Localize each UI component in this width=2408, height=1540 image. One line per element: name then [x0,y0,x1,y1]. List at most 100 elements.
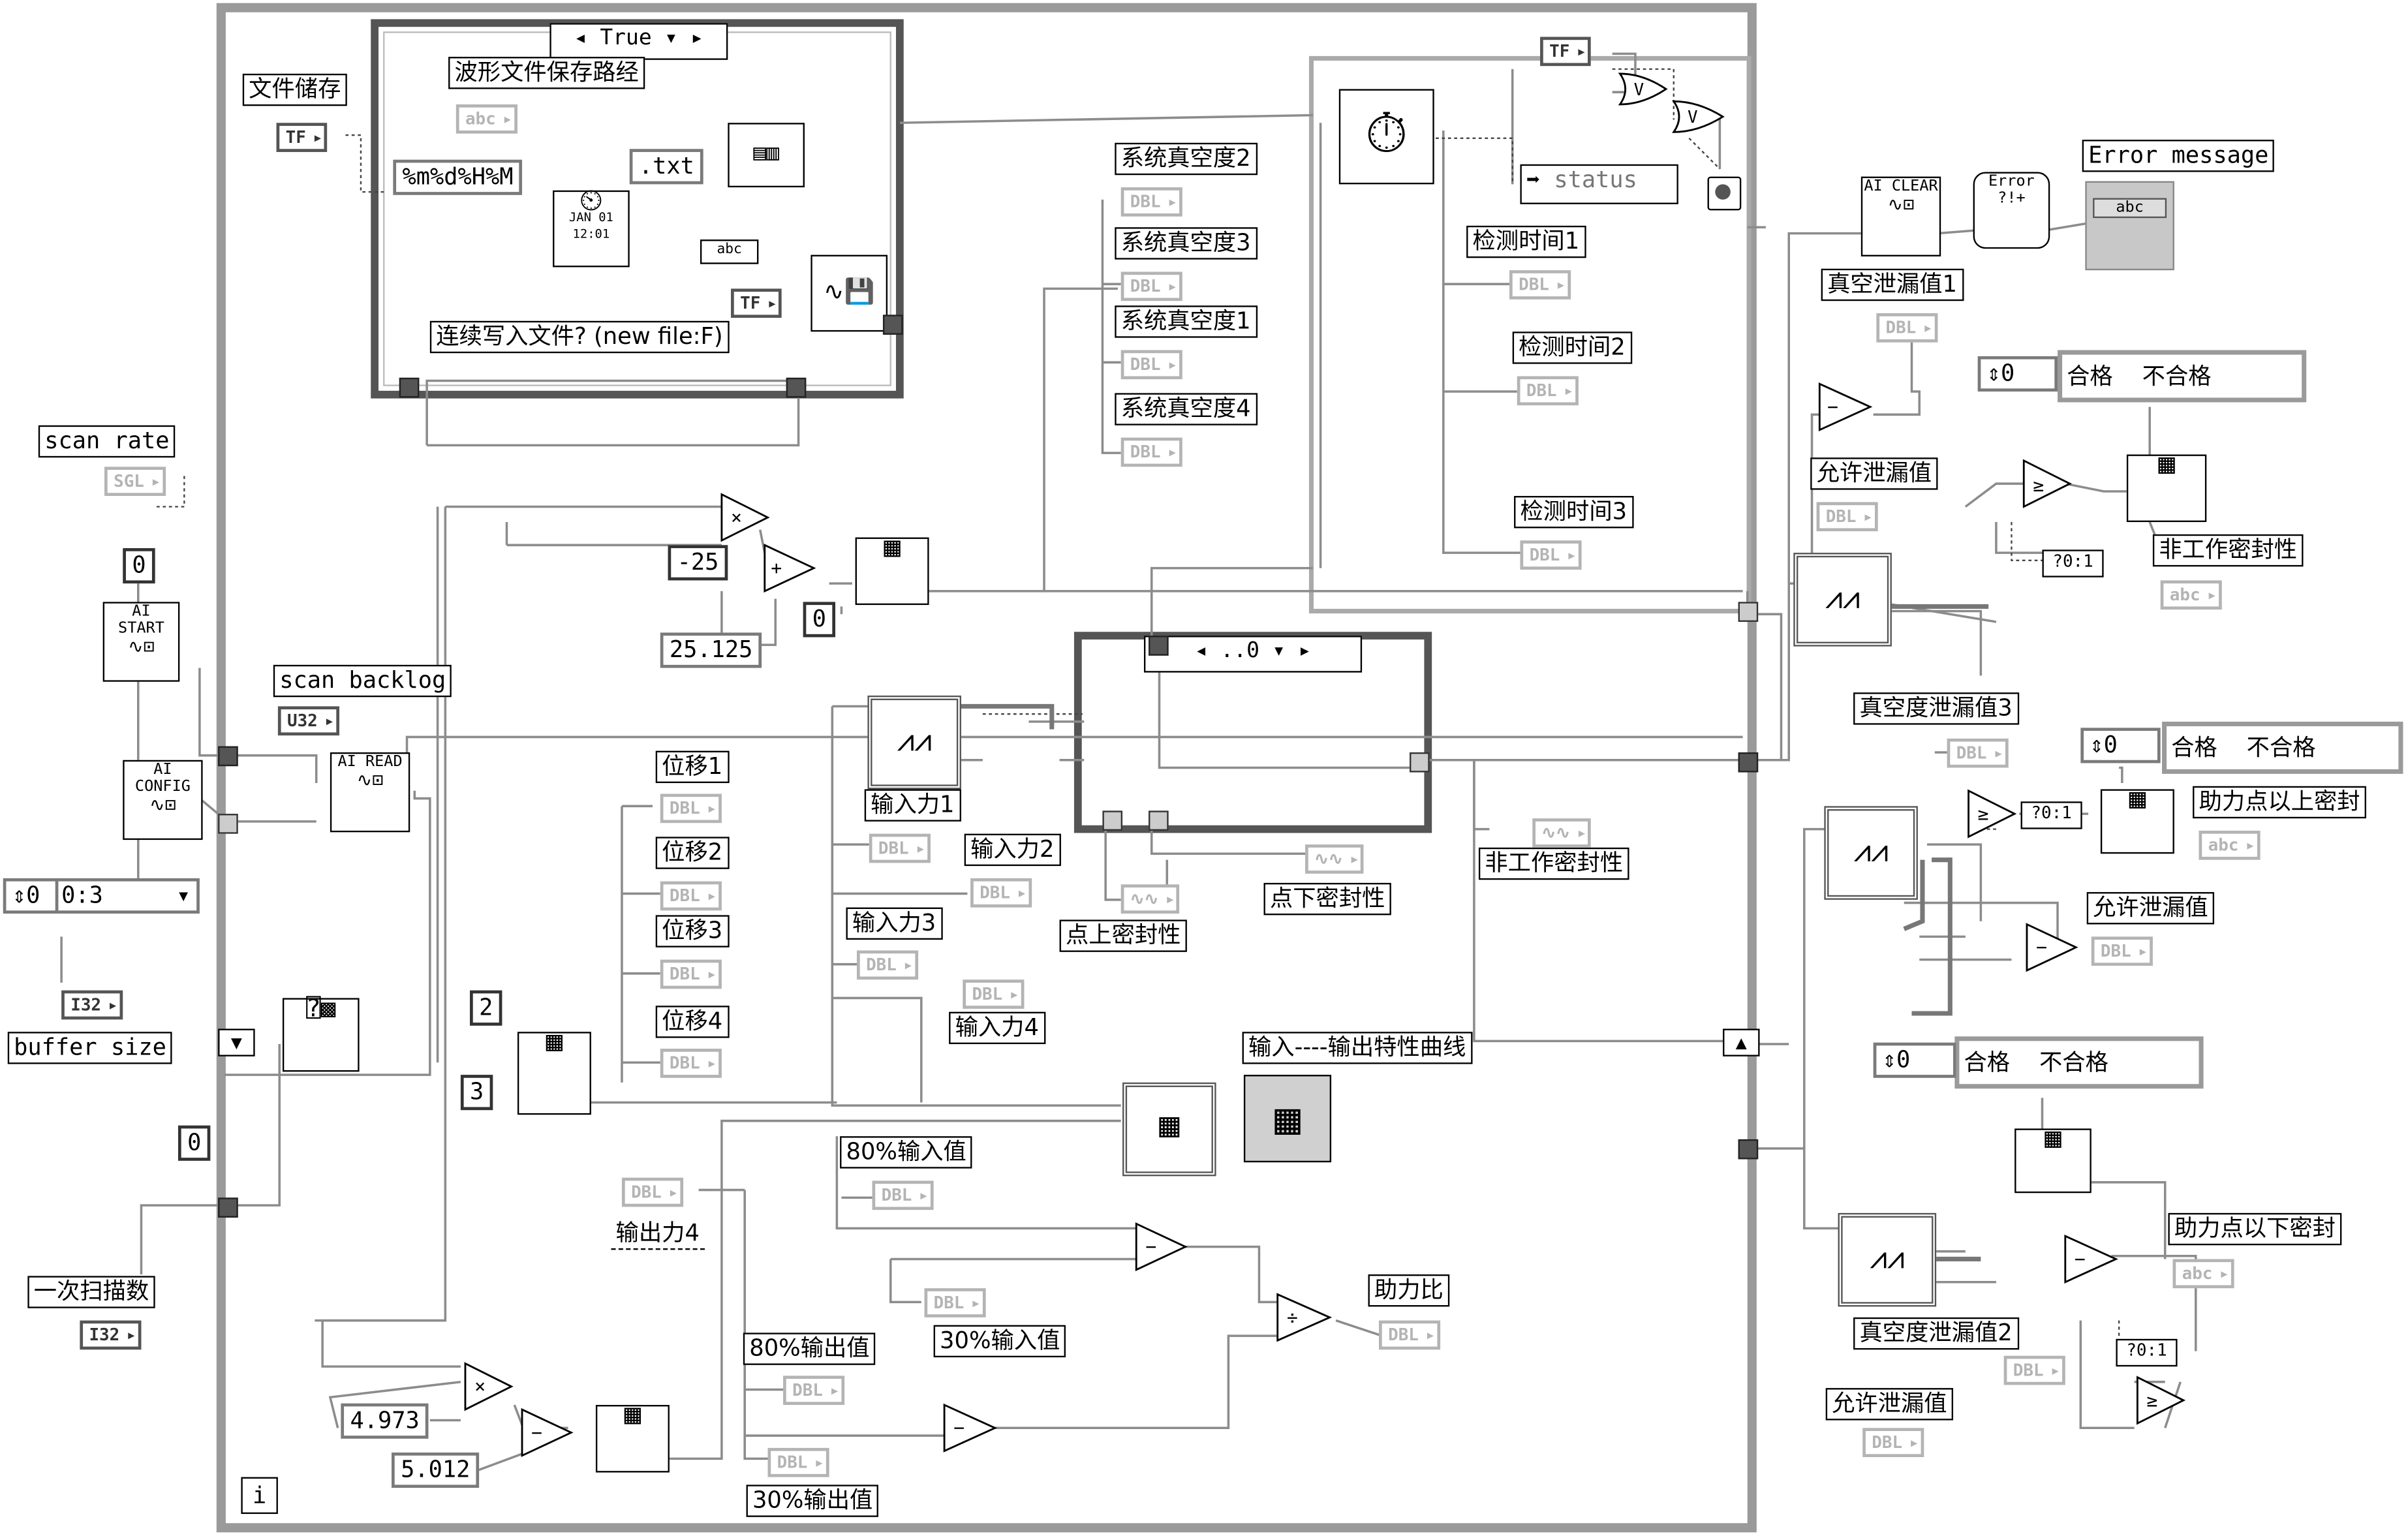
dbl-allow-leak2[interactable]: DBL [2091,936,2153,966]
tunnel-6[interactable] [1738,602,1759,622]
case-right-arrow-icon-2[interactable]: ▸ [1298,638,1312,664]
file-case-selector[interactable]: ◂ True ▾ ▸ [549,23,728,60]
channel-index-stepper[interactable]: ⇕0 [3,878,59,914]
dbl-in-force3[interactable]: DBL [856,950,918,980]
case-left-arrow-icon-2[interactable]: ◂ [1194,638,1208,664]
abc-terminal[interactable]: abc [455,104,517,134]
dbl-in80[interactable]: DBL [872,1180,934,1210]
waveform-node-1[interactable]: ⩘⩘ [867,695,961,790]
shift-register-right[interactable]: ▲ [1723,1028,1760,1056]
dbl-vac1[interactable]: DBL [1120,350,1182,380]
ai-start-vi[interactable]: AI START ∿⊡ [102,602,180,682]
tunnel-13[interactable] [1410,752,1430,773]
dbl-in-force1[interactable]: DBL [869,833,931,863]
select-node-2[interactable]: ?0:1 [2020,801,2082,829]
status-indicator[interactable]: ➡ status [1520,164,1678,204]
dbl-vac2[interactable]: DBL [1120,187,1182,217]
const-2[interactable]: 2 [470,990,502,1026]
dbl-vac-leak3[interactable]: DBL [1947,738,2009,768]
dbl-disp2[interactable]: DBL [660,881,722,911]
waveform-node-4[interactable]: ⩘⩘ [1838,1212,1937,1307]
dbl-vac-leak2[interactable]: DBL [2003,1355,2065,1385]
tunnel-2[interactable] [218,814,238,834]
wfm-terminal-2[interactable]: ∿∿ [1120,884,1181,914]
txt-ext-const[interactable]: .txt [629,149,703,185]
sgl-terminal[interactable]: SGL [104,467,166,497]
wfm-terminal-1[interactable]: ∿∿ [1532,818,1592,848]
index-array-5[interactable]: ▦ [2100,786,2174,854]
i32-terminal-2[interactable]: I32 [80,1320,142,1350]
index-array-3[interactable]: ▦ [595,1401,670,1473]
waveform-node-2[interactable]: ⩘⩘ [1793,553,1892,647]
const-0-c[interactable]: 0 [178,1125,211,1161]
numeric-0-e[interactable]: ⇕0 [2080,728,2161,763]
channels-control[interactable]: 0:3 ▾ [52,878,200,914]
stop-button[interactable] [1707,176,1742,211]
abc-above-seal[interactable]: abc [2199,830,2261,860]
abc-non-work-seal[interactable]: abc [2160,580,2222,610]
case-dropdown-icon-2[interactable]: ▾ [1272,638,1286,664]
mid-case-selector[interactable]: ◂ ..0 ▾ ▸ [1143,636,1363,673]
index-array-1[interactable]: ▦ [855,534,929,606]
unbundle-node[interactable]: ⍰▩ [282,996,360,1072]
numeric-0-d[interactable]: ⇕0 [1977,356,2058,392]
pass-fail-ring-2[interactable]: 合格 不合格 [2162,721,2403,774]
tf-terminal-2[interactable]: TF [1540,37,1592,67]
i32-terminal[interactable]: I32 [61,990,123,1020]
dbl-disp3[interactable]: DBL [660,959,722,989]
dbl-out80[interactable]: DBL [783,1376,844,1405]
dropdown-icon[interactable]: ▾ [176,881,191,909]
dbl-in-force2[interactable]: DBL [970,878,1032,908]
dbl-out-force4[interactable]: DBL [621,1177,683,1207]
tunnel-4[interactable] [1738,752,1759,773]
dbl-test-time3[interactable]: DBL [1520,540,1582,570]
dbl-allow-leak3[interactable]: DBL [1862,1428,1924,1457]
u32-terminal[interactable]: U32 [277,706,339,736]
index-array-6[interactable]: ▦ [2014,1125,2092,1194]
const-3[interactable]: 3 [460,1075,493,1111]
tf-terminal-3[interactable]: TF [731,288,782,318]
dbl-in30[interactable]: DBL [924,1288,986,1317]
wait-timer-vi[interactable]: ⏱ [1338,89,1434,185]
error-handler-vi[interactable]: Error ?!+ [1973,172,2050,249]
wfm-terminal-3[interactable]: ∿∿ [1305,844,1365,874]
tunnel-5[interactable] [1738,1139,1759,1160]
tunnel-12[interactable] [1149,810,1169,831]
index-array-4[interactable]: ▦ [2126,451,2207,523]
const-0-b[interactable]: 0 [803,602,836,638]
ai-clear-vi[interactable]: AI CLEAR ∿⊡ [1860,176,1941,256]
dbl-in-force4[interactable]: DBL [963,979,1025,1009]
dbl-out30[interactable]: DBL [767,1447,829,1477]
pass-fail-ring-3[interactable]: 合格 不合格 [1954,1036,2204,1089]
tunnel-11[interactable] [1102,810,1123,831]
dbl-allow-leak1[interactable]: DBL [1816,502,1878,532]
tunnel-3[interactable] [218,1197,238,1218]
case-left-arrow-icon[interactable]: ◂ [574,26,587,51]
index-array-2[interactable]: ▦ [517,1028,591,1115]
concat-string-vi[interactable]: abc [700,239,759,264]
date-time-vi[interactable]: ⏲ JAN 01 12:01 [553,184,630,268]
tunnel-10[interactable] [1149,636,1169,656]
build-array-vi[interactable]: ▤▥ [728,123,805,188]
const-4973[interactable]: 4.973 [341,1403,429,1439]
timing-frame[interactable] [1308,55,1752,614]
dbl-vac-leak1[interactable]: DBL [1876,313,1938,343]
numeric-0-f[interactable]: ⇕0 [1873,1042,1956,1078]
waveform-node-3[interactable]: ⩘⩘ [1824,806,1918,900]
ai-read-vi[interactable]: AI READ ∿⊡ [330,752,410,833]
abc-below-seal[interactable]: abc [2172,1259,2234,1289]
tunnel-7[interactable] [399,377,420,398]
select-node-1[interactable]: ?0:1 [2042,549,2104,578]
select-node-3[interactable]: ?0:1 [2116,1338,2178,1367]
tunnel-9[interactable] [882,315,903,335]
tf-terminal[interactable]: TF [276,123,328,152]
shift-register-left[interactable]: ▼ [218,1028,255,1056]
xy-graph-node[interactable]: ▦ [1122,1082,1216,1177]
ai-config-vi[interactable]: AI CONFIG ∿⊡ [123,760,203,840]
format-string-const[interactable]: %m%d%H%M [393,159,523,195]
dbl-vac4[interactable]: DBL [1120,437,1182,467]
loop-iteration-terminal[interactable]: i [241,1477,278,1515]
const-neg25[interactable]: -25 [668,545,728,581]
const-25125[interactable]: 25.125 [660,632,762,668]
xy-graph-indicator[interactable]: ▦ [1243,1075,1332,1163]
